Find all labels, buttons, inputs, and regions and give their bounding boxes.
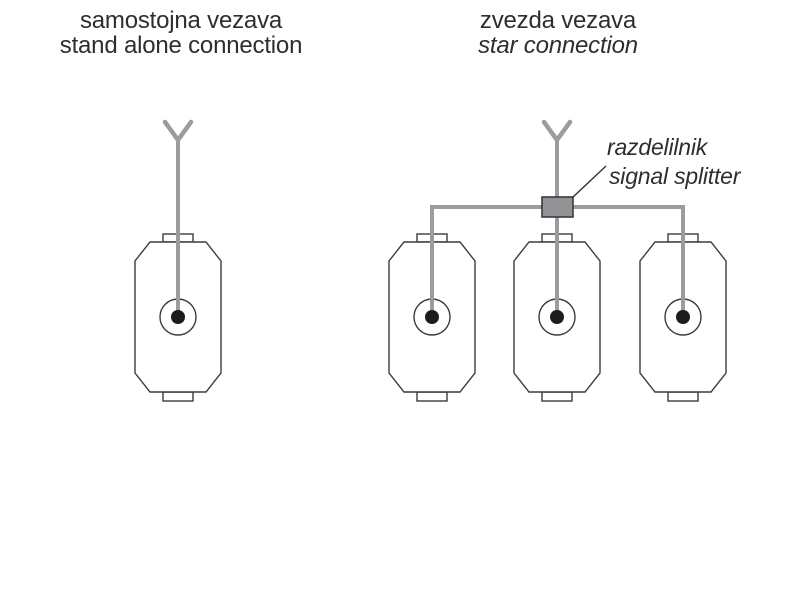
standalone-diagram [134, 119, 222, 402]
star-diagram: razdelilnik signal splitter [388, 119, 742, 402]
antenna-icon [541, 119, 573, 143]
standalone-title-slovenian: samostojna vezava [80, 7, 283, 34]
splitter-label-english: signal splitter [609, 163, 742, 189]
antenna-icon [162, 119, 194, 143]
connector-dot [550, 310, 564, 324]
leader-line [571, 165, 607, 199]
connector-dot [425, 310, 439, 324]
star-title-english: star connection [478, 32, 638, 59]
signal-splitter [541, 196, 574, 218]
standalone-title-english: stand alone connection [60, 32, 302, 59]
connector-dot [676, 310, 690, 324]
star-title-slovenian: zvezda vezava [480, 7, 637, 34]
splitter-label-slovenian: razdelilnik [607, 134, 709, 160]
connector-dot [171, 310, 185, 324]
